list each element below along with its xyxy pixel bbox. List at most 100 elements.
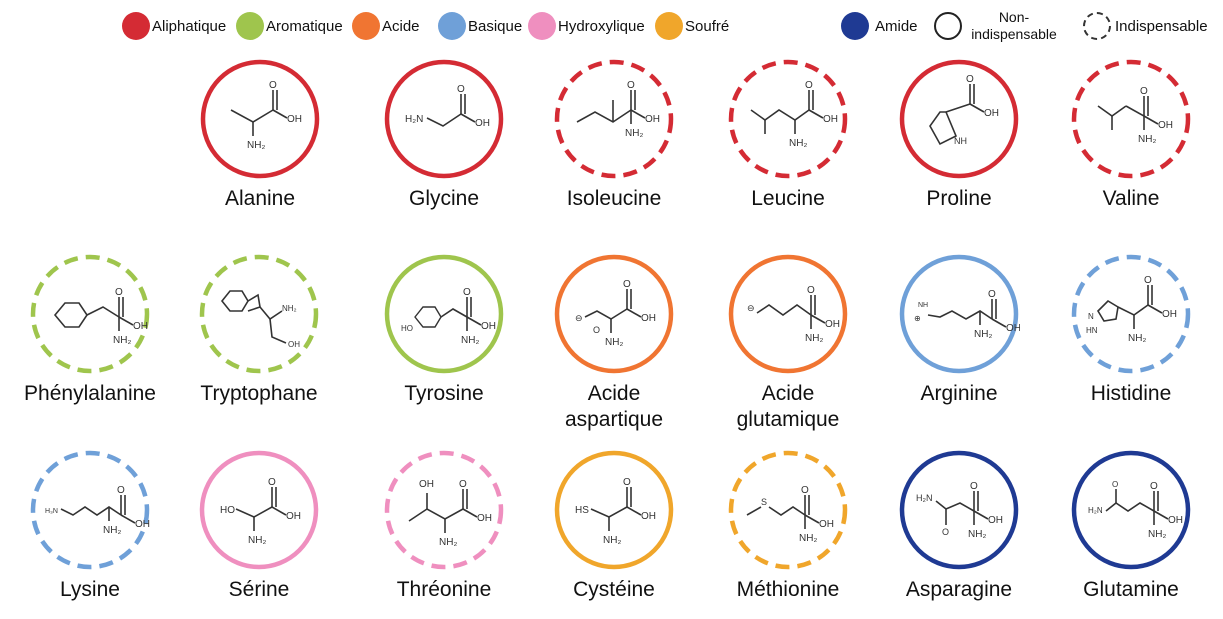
- legend-swatch-hydroxylique: [528, 12, 556, 40]
- svg-text:H₂N: H₂N: [405, 114, 423, 125]
- svg-text:O: O: [801, 485, 809, 496]
- svg-text:⊖: ⊖: [575, 313, 583, 323]
- name-threonine: Thréonine: [396, 578, 492, 601]
- legend-swatch-basique: [438, 12, 466, 40]
- legend: Aliphatique Aromatique Acide Basique Hyd…: [0, 0, 1223, 52]
- svg-text:OH: OH: [1006, 323, 1020, 334]
- legend-swatch-aliphatique: [122, 12, 150, 40]
- svg-text:O: O: [807, 285, 815, 296]
- name-glycine: Glycine: [408, 187, 480, 210]
- svg-text:NH₂: NH₂: [968, 529, 986, 540]
- svg-text:NH₂: NH₂: [282, 304, 297, 313]
- svg-text:⊖: ⊖: [747, 303, 755, 313]
- legend-non-essential: Non-indispensable: [934, 8, 1068, 44]
- svg-text:OH: OH: [641, 511, 656, 522]
- legend-swatch-amide: [841, 12, 869, 40]
- svg-text:NH₂: NH₂: [439, 537, 457, 548]
- svg-text:O: O: [623, 477, 631, 488]
- svg-text:OH: OH: [475, 118, 490, 129]
- svg-text:N: N: [1088, 312, 1094, 321]
- svg-text:OH: OH: [988, 515, 1003, 526]
- svg-text:O: O: [1144, 275, 1152, 286]
- legend-label-aliphatique: Aliphatique: [152, 17, 227, 35]
- svg-text:O: O: [115, 287, 123, 298]
- svg-text:O: O: [623, 279, 631, 290]
- legend-label-essential: Indispensable: [1115, 17, 1208, 35]
- svg-text:OH: OH: [1158, 120, 1173, 131]
- legend-swatch-acide: [352, 12, 380, 40]
- legend-label-basique: Basique: [468, 17, 523, 35]
- name-proline: Proline: [926, 187, 992, 210]
- svg-text:NH₂: NH₂: [625, 128, 643, 139]
- svg-text:HO: HO: [220, 505, 235, 516]
- svg-text:O: O: [1112, 480, 1118, 489]
- svg-text:NH: NH: [918, 302, 928, 309]
- legend-swatch-dashed-ring: [1083, 12, 1111, 40]
- svg-text:NH₂: NH₂: [1128, 333, 1146, 344]
- svg-text:NH: NH: [954, 136, 967, 146]
- legend-label-hydroxylique: Hydroxylique: [558, 17, 645, 35]
- name-phenylalanine: Phénylalanine: [24, 382, 156, 405]
- name-serine: Sérine: [228, 578, 290, 601]
- svg-text:OH: OH: [984, 108, 999, 119]
- name-cysteine: Cystéine: [573, 578, 655, 601]
- svg-text:OH: OH: [133, 321, 148, 332]
- legend-acide: Acide: [352, 11, 420, 41]
- svg-text:OH: OH: [823, 114, 838, 125]
- legend-soufre: Soufré: [655, 11, 729, 41]
- legend-swatch-solid-ring: [934, 12, 962, 40]
- amino-acid-tryptophan: NH₂ OH Tryptophane: [189, 253, 329, 405]
- svg-text:NH₂: NH₂: [605, 337, 623, 348]
- svg-text:OH: OH: [819, 519, 834, 530]
- legend-basique: Basique: [438, 11, 522, 41]
- svg-text:NH₂: NH₂: [103, 525, 121, 536]
- ring-tryptophan: NH₂ OH: [199, 254, 319, 374]
- svg-text:⊕: ⊕: [914, 314, 921, 323]
- svg-text:OH: OH: [286, 511, 301, 522]
- name-glutamine: Glutamine: [1083, 578, 1179, 601]
- name-tyrosine: Tyrosine: [404, 382, 484, 405]
- legend-label-non-essential: Non-indispensable: [971, 9, 1057, 42]
- name-asparagine: Asparagine: [905, 578, 1013, 601]
- svg-text:HS: HS: [575, 505, 589, 516]
- svg-text:S: S: [761, 497, 767, 507]
- svg-text:OH: OH: [288, 340, 300, 349]
- legend-label-amide: Amide: [875, 17, 918, 35]
- svg-text:NH₂: NH₂: [113, 335, 131, 346]
- name-tryptophan: Tryptophane: [200, 382, 318, 405]
- svg-text:NH₂: NH₂: [1148, 529, 1166, 540]
- svg-text:NH₂: NH₂: [799, 533, 817, 544]
- svg-text:O: O: [269, 80, 277, 91]
